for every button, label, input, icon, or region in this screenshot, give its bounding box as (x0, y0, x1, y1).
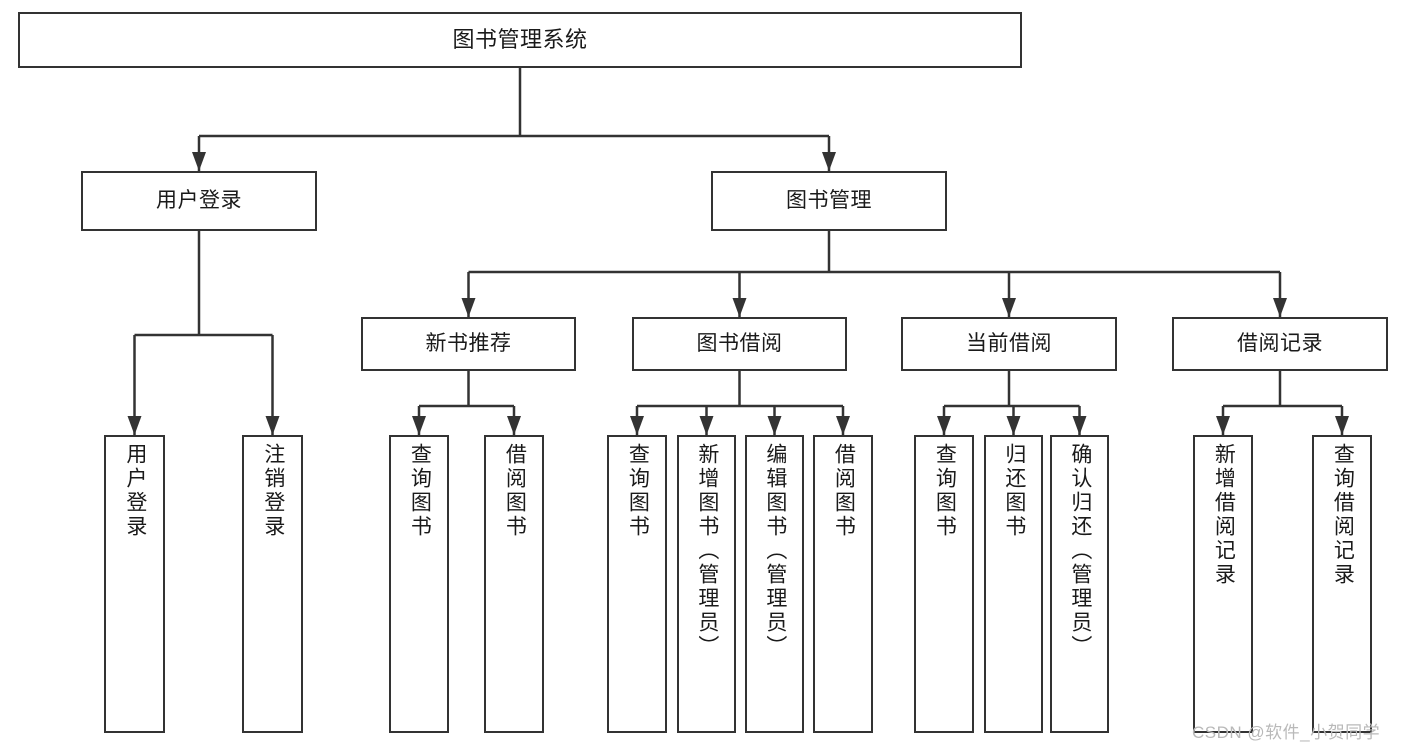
node-l5[interactable]: 查询图书 (607, 435, 667, 733)
arrow-icon-s1 (461, 298, 476, 317)
arrow-icon-l2 (265, 416, 280, 435)
node-label-root: 图书管理系统 (452, 27, 588, 53)
node-label-l2: 注销登录 (261, 443, 285, 539)
arrow-icon-l5 (630, 416, 644, 435)
node-s3[interactable]: 当前借阅 (901, 317, 1117, 371)
node-l2[interactable]: 注销登录 (242, 435, 303, 733)
node-l7[interactable]: 编辑图书（管理员） (745, 435, 804, 733)
arrow-icon-l1 (127, 416, 142, 435)
node-l13[interactable]: 查询借阅记录 (1312, 435, 1372, 733)
node-label-l6: 新增图书（管理员） (695, 443, 719, 659)
node-label-l5: 查询图书 (626, 443, 650, 539)
node-label-s4: 借阅记录 (1237, 331, 1323, 355)
arrow-icon-s4 (1273, 298, 1287, 317)
node-label-l3: 查询图书 (408, 443, 432, 539)
node-label-m1: 用户登录 (156, 188, 242, 212)
node-root[interactable]: 图书管理系统 (18, 12, 1022, 68)
node-label-s1: 新书推荐 (425, 331, 512, 355)
node-l9[interactable]: 查询图书 (914, 435, 974, 733)
node-l12[interactable]: 新增借阅记录 (1193, 435, 1253, 733)
node-l10[interactable]: 归还图书 (984, 435, 1043, 733)
arrow-icon-l11 (1072, 416, 1087, 435)
node-s4[interactable]: 借阅记录 (1172, 317, 1388, 371)
arrow-icon-s2 (732, 298, 747, 317)
node-label-m2: 图书管理 (786, 188, 872, 212)
arrow-icon-m1 (192, 152, 206, 171)
node-m1[interactable]: 用户登录 (81, 171, 317, 231)
arrow-icon-l12 (1216, 416, 1230, 435)
watermark-text: CSDN @软件_小贺同学 (1192, 723, 1381, 742)
node-l6[interactable]: 新增图书（管理员） (677, 435, 736, 733)
node-l11[interactable]: 确认归还（管理员） (1050, 435, 1109, 733)
node-label-l4: 借阅图书 (503, 443, 527, 539)
arrow-icon-l13 (1335, 416, 1349, 435)
node-s1[interactable]: 新书推荐 (361, 317, 576, 371)
arrow-icon-l9 (937, 416, 951, 435)
arrow-icon-l8 (836, 416, 850, 435)
node-label-l1: 用户登录 (123, 443, 147, 539)
node-label-s3: 当前借阅 (966, 331, 1052, 355)
node-s2[interactable]: 图书借阅 (632, 317, 847, 371)
node-label-l12: 新增借阅记录 (1212, 443, 1236, 587)
node-label-l10: 归还图书 (1002, 443, 1026, 539)
node-label-l7: 编辑图书（管理员） (763, 443, 787, 659)
node-label-s2: 图书借阅 (696, 331, 783, 355)
arrow-icon-l10 (1006, 416, 1021, 435)
node-l3[interactable]: 查询图书 (389, 435, 449, 733)
node-l8[interactable]: 借阅图书 (813, 435, 873, 733)
arrow-icon-l4 (507, 416, 521, 435)
arrow-icon-l3 (412, 416, 426, 435)
arrow-icon-l7 (767, 416, 782, 435)
arrow-icon-m2 (822, 152, 836, 171)
node-label-l8: 借阅图书 (832, 443, 856, 539)
node-l4[interactable]: 借阅图书 (484, 435, 544, 733)
node-l1[interactable]: 用户登录 (104, 435, 165, 733)
node-label-l9: 查询图书 (933, 443, 957, 539)
node-m2[interactable]: 图书管理 (711, 171, 947, 231)
node-label-l13: 查询借阅记录 (1331, 443, 1355, 587)
arrow-icon-l6 (699, 416, 714, 435)
node-label-l11: 确认归还（管理员） (1068, 443, 1092, 659)
arrow-icon-s3 (1002, 298, 1016, 317)
